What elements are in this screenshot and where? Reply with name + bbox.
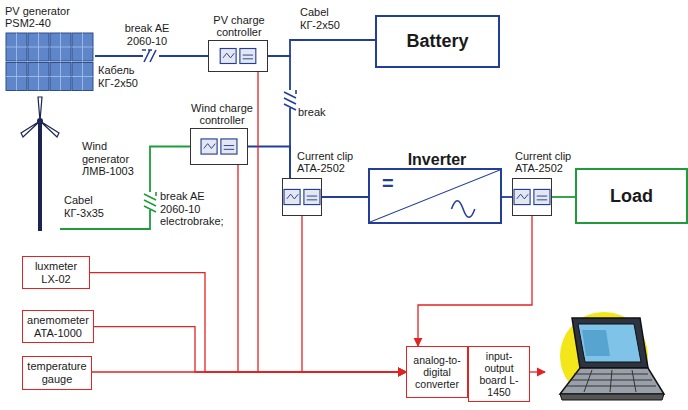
node-label: Battery <box>381 31 494 52</box>
device-icon <box>209 41 267 71</box>
device-icon <box>283 179 321 215</box>
wind-generator: Wind generator ЛМВ-1003 <box>20 95 60 235</box>
node-heading: Wind generator ЛМВ-1003 <box>82 140 144 178</box>
io-board-box: input-output board L-1450 <box>468 346 530 402</box>
node-heading: PV charge controller <box>209 14 269 39</box>
dc-symbol: = <box>382 172 394 195</box>
device-icon <box>513 179 551 215</box>
sensor-box: temperature gauge <box>22 356 92 390</box>
wire-connector <box>302 216 406 372</box>
current-clip: Current clip ATA-2502 <box>512 178 552 216</box>
battery-box: Battery <box>375 15 500 68</box>
data-link <box>530 371 545 372</box>
node-heading: Inverter <box>370 151 504 169</box>
wind-turbine <box>20 95 60 235</box>
converter-box: analog-to-digital converter <box>406 346 468 398</box>
annotation-label: break <box>298 106 338 119</box>
node-heading: Wind charge controller <box>191 102 253 127</box>
breaker-symbol <box>284 90 296 110</box>
node-label: luxmeter LX-02 <box>27 260 85 285</box>
breaker-symbol <box>144 192 156 212</box>
wire-connector <box>268 56 290 178</box>
node-label: temperature gauge <box>27 360 87 385</box>
wire-connector <box>552 196 575 198</box>
node-heading: Current clip ATA-2502 <box>515 150 577 175</box>
wire-connector <box>94 327 406 372</box>
charge-controller: PV charge controller <box>208 40 268 72</box>
annotation-label: Cabel КГ-2х50 <box>300 6 370 31</box>
node-heading: PV generator PSM2-40 <box>5 5 95 30</box>
computer-icon <box>560 312 664 400</box>
node-label: analog-to-digital converter <box>411 354 463 390</box>
wire-connector <box>418 216 532 346</box>
annotation-label: Cabel КГ-3х35 <box>64 194 126 219</box>
sensor-box: anemometer ATA-1000 <box>22 310 94 343</box>
annotation-label: Кабель КГ-2х50 <box>98 64 160 89</box>
node-label: input-output board L-1450 <box>473 350 525 398</box>
current-clip: Current clip ATA-2502 <box>282 178 322 216</box>
wire-connector <box>90 273 406 372</box>
wire-connector <box>248 147 290 179</box>
node-label: Load <box>581 186 682 207</box>
wire-connector <box>268 40 375 56</box>
charge-controller: Wind charge controller <box>190 128 248 165</box>
annotation-label: break AE 2060-10 electrobrake; <box>160 190 232 228</box>
wire-connector <box>238 165 406 372</box>
wire-connector <box>322 196 368 198</box>
solar-panel <box>5 32 95 92</box>
annotation-label: break AE 2060-10 <box>112 22 182 47</box>
inverter-box: Inverter= <box>368 168 502 224</box>
breaker-symbol <box>142 50 159 62</box>
wire-connector <box>258 72 406 372</box>
pv-panel: PV generator PSM2-40 <box>5 32 95 92</box>
node-label: anemometer ATA-1000 <box>27 314 89 339</box>
load-box: Load <box>575 168 688 224</box>
node-heading: Current clip ATA-2502 <box>297 150 357 175</box>
wire-connector <box>502 196 512 198</box>
sensor-box: luxmeter LX-02 <box>22 256 90 289</box>
device-icon <box>191 129 247 164</box>
